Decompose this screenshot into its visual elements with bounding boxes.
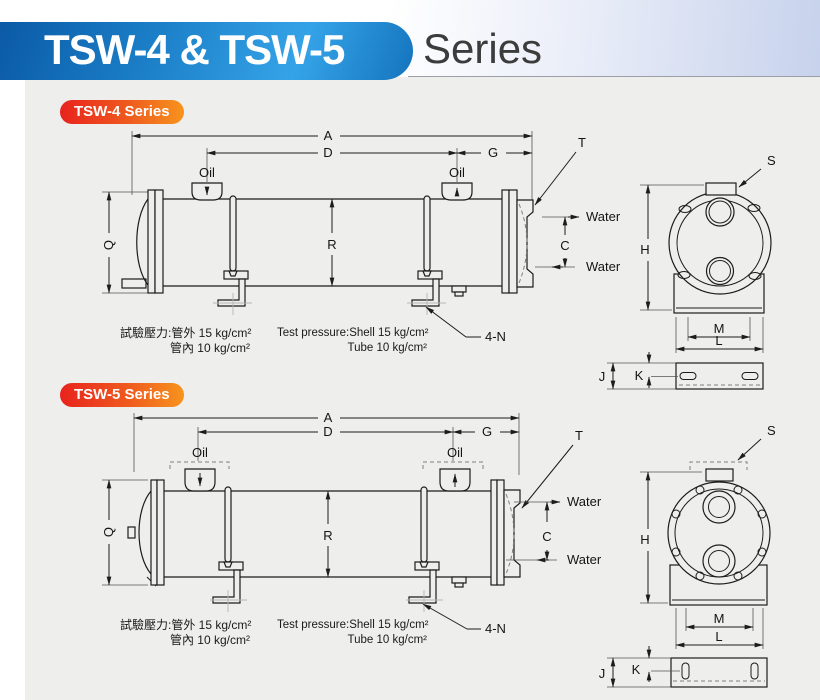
dim-label-q: Q xyxy=(101,240,116,250)
oil-port-label: Oil xyxy=(447,445,463,460)
oil-port-label: Oil xyxy=(192,445,208,460)
dim-label-t: T xyxy=(575,428,583,443)
tsw4-end-view: S H M L J K xyxy=(599,153,776,390)
dim-label-r: R xyxy=(323,528,332,543)
water-out-label: Water xyxy=(586,209,621,224)
oil-port-label: Oil xyxy=(199,165,215,180)
tsw5-test-pressure-cn: 試驗壓力:管外 15 kg/cm² 管內 10 kg/cm² xyxy=(120,618,252,648)
tsw4-technical-drawing: A D G Q Oil Oil xyxy=(101,128,776,390)
dim-label-q: Q xyxy=(101,527,116,537)
dim-label-j: J xyxy=(599,369,606,384)
dim-label-4n: 4-N xyxy=(485,621,506,636)
dim-label-m: M xyxy=(714,321,725,336)
tsw4-test-pressure-cn: 試驗壓力:管外 15 kg/cm² 管內 10 kg/cm² xyxy=(120,326,252,356)
dim-label-c: C xyxy=(542,529,551,544)
oil-port-label: Oil xyxy=(449,165,465,180)
tsw5-side-view: A D G Q Oil O xyxy=(101,410,602,636)
page-title: TSW-4 & TSW-5 xyxy=(44,26,345,73)
dim-label-k: K xyxy=(635,368,644,383)
water-in-label: Water xyxy=(567,552,602,567)
dim-label-d: D xyxy=(323,145,332,160)
tsw4-test-pressure-en: Test pressure:Shell 15 kg/cm² Tube 10 kg… xyxy=(277,326,429,356)
tsw4-side-view: A D G Q Oil Oil xyxy=(101,128,621,344)
title-banner: TSW-4 & TSW-5 xyxy=(0,22,413,80)
header-rule xyxy=(408,76,820,77)
tsw5-technical-drawing: A D G Q Oil O xyxy=(101,410,776,688)
dim-label-j: J xyxy=(599,666,606,681)
dim-label-4n: 4-N xyxy=(485,329,506,344)
test-pressure-en-line1: Test pressure:Shell 15 kg/cm² xyxy=(277,327,429,339)
dim-label-k: K xyxy=(632,662,641,677)
badge-tsw5-series: TSW-5 Series xyxy=(60,383,184,407)
dim-label-a: A xyxy=(324,128,333,143)
water-out-label: Water xyxy=(567,494,602,509)
badge-tsw4-series: TSW-4 Series xyxy=(60,100,184,124)
dim-label-m: M xyxy=(714,611,725,626)
dim-label-c: C xyxy=(560,238,569,253)
tsw5-test-pressure-en: Test pressure:Shell 15 kg/cm² Tube 10 kg… xyxy=(277,618,429,648)
dim-label-a: A xyxy=(324,410,333,425)
test-pressure-en-line1: Test pressure:Shell 15 kg/cm² xyxy=(277,619,429,631)
test-pressure-cn-line1: 試驗壓力:管外 15 kg/cm² xyxy=(120,326,252,340)
test-pressure-cn-line2: 管內 10 kg/cm² xyxy=(169,633,250,647)
dim-label-s: S xyxy=(767,423,776,438)
header-gradient-backdrop xyxy=(390,0,820,76)
page-subtitle: Series xyxy=(423,25,543,72)
dim-label-t: T xyxy=(578,135,586,150)
dim-label-g: G xyxy=(482,424,492,439)
water-in-label: Water xyxy=(586,259,621,274)
dim-label-l: L xyxy=(715,629,722,644)
dim-label-g: G xyxy=(488,145,498,160)
tsw5-end-view: S H M L J K xyxy=(599,423,776,688)
dim-label-d: D xyxy=(323,424,332,439)
dim-label-h: H xyxy=(640,242,649,257)
test-pressure-cn-line1: 試驗壓力:管外 15 kg/cm² xyxy=(120,618,252,632)
dim-label-h: H xyxy=(640,532,649,547)
test-pressure-en-line2: Tube 10 kg/cm² xyxy=(347,342,427,354)
dim-label-r: R xyxy=(327,237,336,252)
dim-label-l: L xyxy=(715,333,722,348)
dim-label-s: S xyxy=(767,153,776,168)
test-pressure-en-line2: Tube 10 kg/cm² xyxy=(347,634,427,646)
test-pressure-cn-line2: 管內 10 kg/cm² xyxy=(169,341,250,355)
